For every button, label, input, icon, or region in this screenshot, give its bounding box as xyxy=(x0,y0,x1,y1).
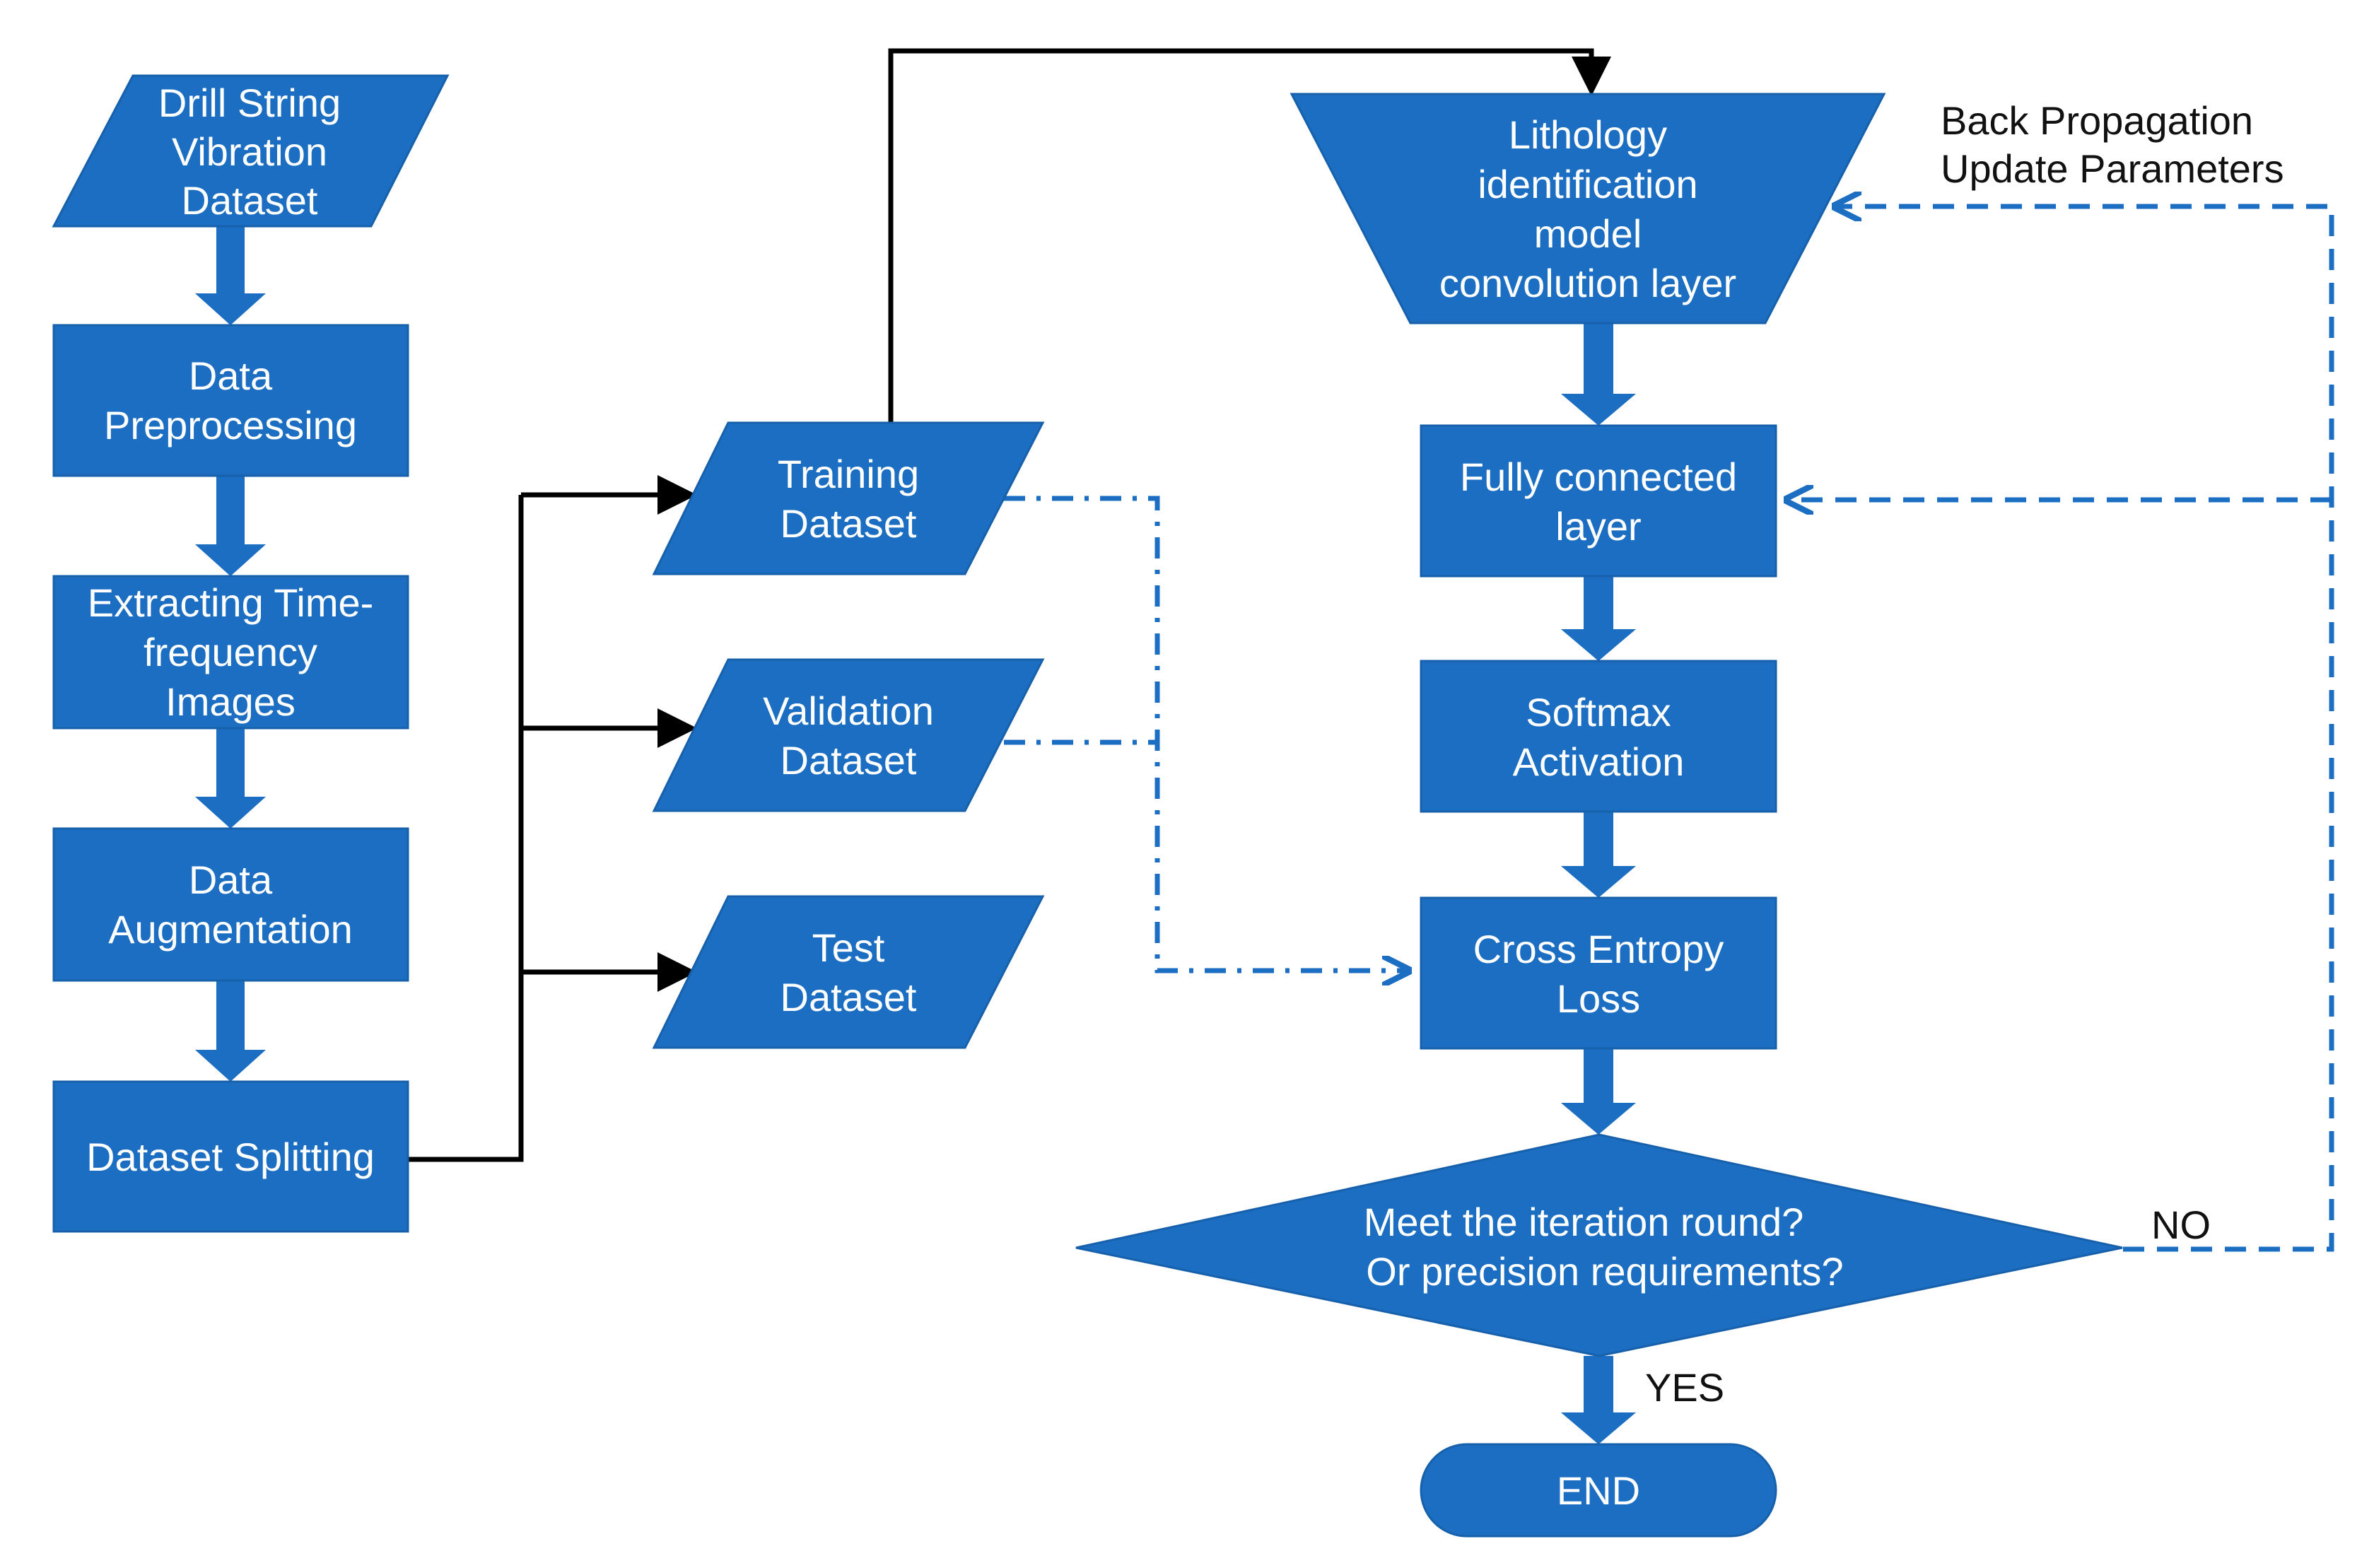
augmentation-line-1: Data xyxy=(189,858,273,902)
back-propagation-line-2: Update Parameters xyxy=(1941,146,2284,191)
cross-entropy-line-2: Loss xyxy=(1557,976,1640,1021)
drill-string-dataset-node: Drill String Vibration Dataset xyxy=(52,74,450,228)
training-line-1: Training xyxy=(778,452,919,496)
splitting-line-1: Dataset Splitting xyxy=(86,1135,375,1179)
decision-diamond-node: Meet the iteration round? Or precision r… xyxy=(1075,1133,2123,1357)
block-arrow-augmentation-to-splitting xyxy=(195,981,266,1082)
drill-string-line-3: Dataset xyxy=(182,178,318,223)
training-dataset-node: Training Dataset xyxy=(652,421,1045,575)
dataset-splitting-node: Dataset Splitting xyxy=(52,1080,409,1233)
extracting-line-2: frequency xyxy=(144,630,317,674)
block-arrow-decision-to-end xyxy=(1561,1356,1636,1444)
no-label: NO xyxy=(2151,1203,2211,1247)
back-propagation-annotation: Back Propagation Update Parameters xyxy=(1941,98,2284,191)
conv-line-2: identification xyxy=(1478,162,1697,206)
conv-line-4: convolution layer xyxy=(1439,261,1736,305)
fully-connected-layer-node: Fully connected layer xyxy=(1420,424,1777,578)
drill-string-line-2: Vibration xyxy=(172,129,327,174)
drill-string-line-1: Drill String xyxy=(158,81,341,125)
softmax-line-1: Softmax xyxy=(1526,690,1671,735)
validation-dataset-node: Validation Dataset xyxy=(652,658,1045,812)
data-augmentation-node: Data Augmentation xyxy=(52,827,409,982)
conv-line-3: model xyxy=(1534,211,1642,256)
test-dataset-node: Test Dataset xyxy=(652,895,1045,1049)
decision-line-2: Or precision requirements? xyxy=(1366,1249,1843,1294)
preprocessing-line-2: Preprocessing xyxy=(104,403,357,447)
block-arrow-extracting-to-augmentation xyxy=(195,728,266,829)
block-arrow-fully-connected-to-softmax xyxy=(1561,576,1636,661)
convolution-layer-node: Lithology identification model convoluti… xyxy=(1290,93,1886,324)
block-arrow-cross-entropy-to-decision xyxy=(1561,1048,1636,1135)
softmax-activation-node: Softmax Activation xyxy=(1420,660,1777,813)
back-propagation-line-1: Back Propagation xyxy=(1941,98,2253,143)
extracting-line-1: Extracting Time- xyxy=(88,580,374,625)
data-preprocessing-node: Data Preprocessing xyxy=(52,324,409,477)
test-line-2: Dataset xyxy=(780,975,917,1019)
training-validation-to-loss-connector xyxy=(1004,496,1407,971)
cross-entropy-loss-node: Cross Entropy Loss xyxy=(1420,896,1777,1050)
extracting-line-3: Images xyxy=(165,679,296,724)
test-line-1: Test xyxy=(812,925,885,970)
conv-line-1: Lithology xyxy=(1509,112,1667,157)
block-arrow-softmax-to-cross-entropy xyxy=(1561,812,1636,898)
block-arrow-drill-to-preprocessing xyxy=(195,226,266,325)
training-to-model-connector xyxy=(888,48,1611,423)
decision-line-1: Meet the iteration round? xyxy=(1364,1200,1804,1244)
block-arrow-preprocessing-to-extracting xyxy=(195,476,266,576)
validation-line-1: Validation xyxy=(763,689,934,733)
block-arrow-conv-to-fully-connected xyxy=(1561,323,1636,426)
split-connector-tree xyxy=(409,475,697,1162)
fully-connected-line-2: layer xyxy=(1555,504,1641,549)
end-label: END xyxy=(1557,1468,1640,1513)
preprocessing-line-1: Data xyxy=(189,353,273,398)
back-propagation-loop xyxy=(1789,206,2334,1252)
cross-entropy-line-1: Cross Entropy xyxy=(1473,927,1724,971)
fully-connected-line-1: Fully connected xyxy=(1460,455,1737,499)
yes-label: YES xyxy=(1645,1365,1724,1410)
end-terminator-node: END xyxy=(1420,1443,1777,1538)
augmentation-line-2: Augmentation xyxy=(108,907,353,952)
validation-line-2: Dataset xyxy=(780,738,917,783)
training-line-2: Dataset xyxy=(780,501,917,546)
softmax-line-2: Activation xyxy=(1513,739,1685,784)
extracting-time-frequency-node: Extracting Time- frequency Images xyxy=(52,575,409,730)
